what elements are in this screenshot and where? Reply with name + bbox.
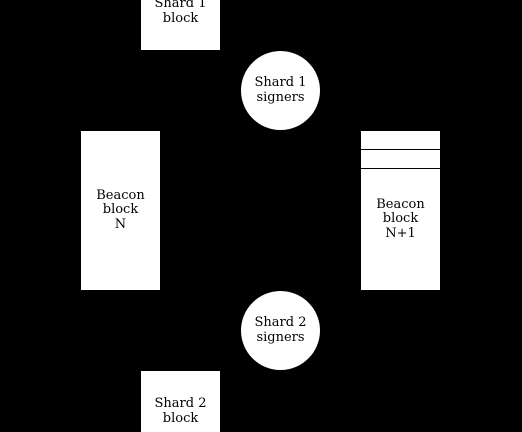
shard-2-signers-label: Shard 2 signers xyxy=(254,315,307,345)
shard-1-signers-label: Shard 1 signers xyxy=(254,75,307,105)
beacon-block-n-plus-1: Beacon block N+1 xyxy=(361,131,440,290)
shard-1-signers: Shard 1 signers xyxy=(241,51,320,130)
shard-1-block-label: Shard 1 block xyxy=(154,0,207,26)
beacon-block-n-label: Beacon block N xyxy=(96,187,145,232)
beacon-block-n: Beacon block N xyxy=(81,131,160,290)
shard-1-block: Shard 1 block xyxy=(141,0,220,50)
beacon-block-n-plus-1-slot-2 xyxy=(361,150,440,169)
beacon-block-n-plus-1-body: Beacon block N+1 xyxy=(361,169,440,290)
diagram-canvas: Shard 1 block Shard 1 signers Beacon blo… xyxy=(81,0,440,432)
beacon-block-n-plus-1-slot-1 xyxy=(361,131,440,150)
shard-2-signers: Shard 2 signers xyxy=(241,291,320,370)
shard-2-block: Shard 2 block xyxy=(141,371,220,432)
shard-2-block-label: Shard 2 block xyxy=(154,396,207,426)
beacon-block-n-plus-1-label: Beacon block N+1 xyxy=(376,196,425,241)
